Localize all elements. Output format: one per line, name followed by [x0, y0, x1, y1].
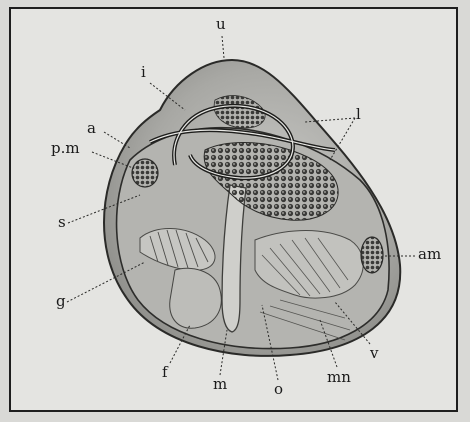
label-o: o — [274, 382, 283, 397]
label-m: m — [213, 377, 227, 392]
label-u: u — [216, 17, 226, 32]
anterior-adductor — [361, 237, 383, 273]
label-i: i — [141, 65, 146, 80]
label-l: l — [356, 107, 361, 122]
label-v: v — [370, 346, 378, 361]
posterior-adductor — [132, 159, 158, 187]
label-mn: mn — [327, 370, 351, 385]
label-a: a — [87, 121, 96, 136]
label-s: s — [58, 215, 66, 230]
label-f: f — [162, 365, 168, 380]
label-am: am — [418, 247, 441, 262]
label-g: g — [56, 294, 66, 309]
label-pm: p.m — [51, 141, 80, 156]
